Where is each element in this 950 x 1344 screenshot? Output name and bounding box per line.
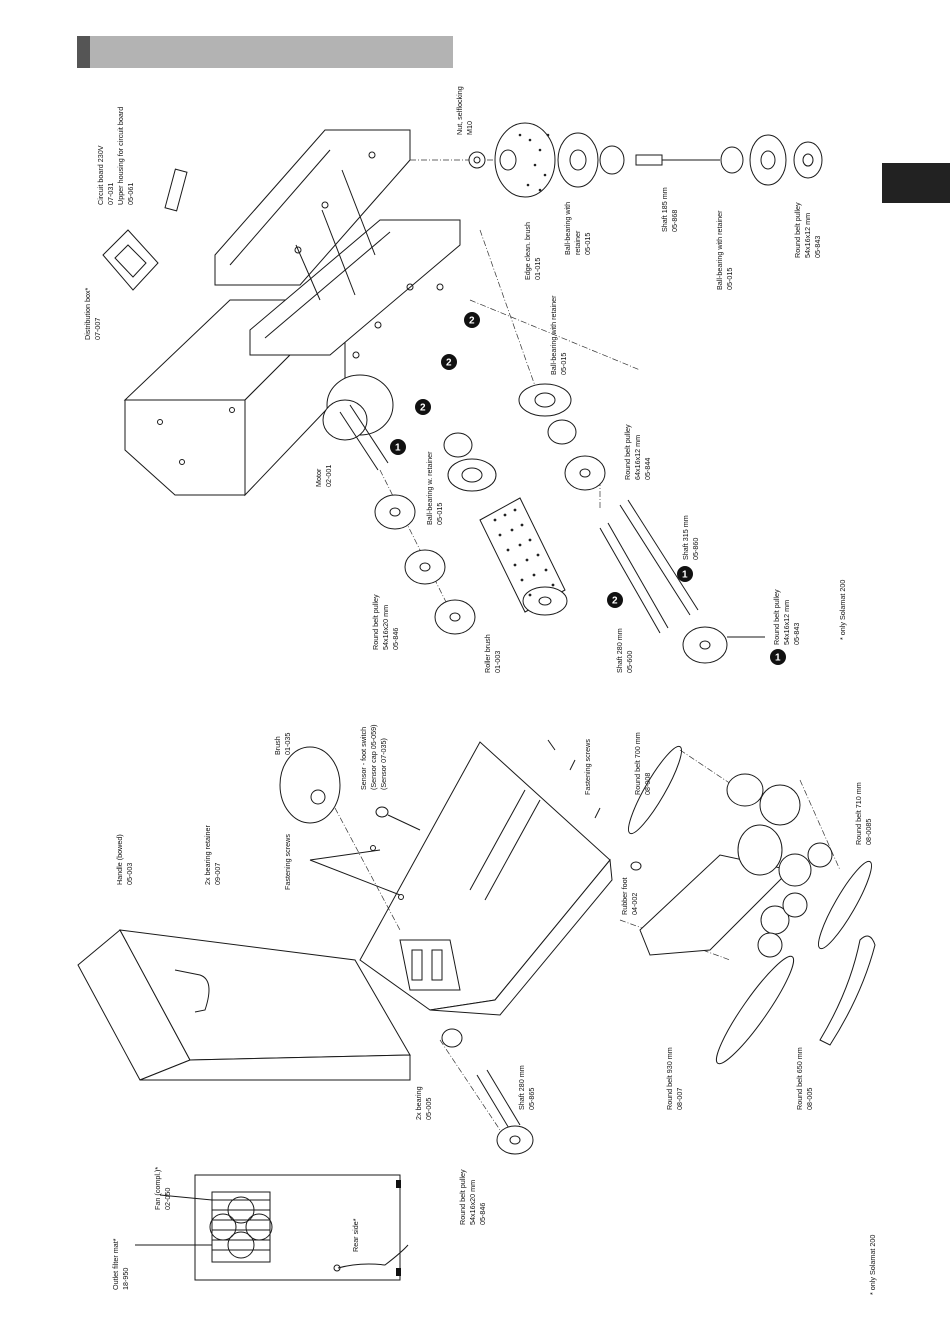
- distribution-box: [102, 229, 159, 291]
- edge-clean-brush: [494, 122, 556, 198]
- svg-text:2: 2: [612, 596, 618, 607]
- marker-1-motor: 1: [390, 439, 406, 455]
- label-bb-retainer-top: Ball-bearing withretainer05-015: [563, 202, 592, 255]
- label-bb-retainer-right: Ball-bearing with retainer05-015: [715, 210, 734, 290]
- label-bb-w-retainer: Ball-bearing w. retainer05-015: [425, 451, 444, 525]
- svg-text:2: 2: [469, 316, 475, 327]
- bottom-assembly-drawing: [77, 739, 876, 1281]
- base-frame-side: [429, 858, 613, 1016]
- circuit-board-housing: [164, 168, 188, 212]
- svg-text:1: 1: [395, 443, 401, 454]
- pulley-right: [793, 141, 823, 179]
- label-brush: Brush01-035: [273, 733, 292, 755]
- label-pulley-bottom-left: Round belt pulley54x16x20 mm05-846: [458, 1169, 487, 1225]
- marker-2-c: 2: [464, 312, 480, 328]
- bearing-retainer-block: [399, 939, 461, 991]
- bearing-retainer-right: [749, 134, 787, 186]
- round-belt-930: [715, 955, 795, 1065]
- label-nut: Nut, selflockingM10: [455, 86, 474, 135]
- label-fastening-right: Fastening screws: [583, 739, 592, 795]
- label-only-top: * only Solamat 200: [838, 580, 847, 640]
- label-edge-brush: Edge clean. brush01-015: [523, 222, 542, 280]
- roller-brush: [479, 497, 566, 613]
- label-shaft-315: Shaft 315 mm05-860: [681, 515, 700, 560]
- label-outlet-filter: Outlet filter mat*18-950: [111, 1238, 130, 1290]
- header-grey-bar: [90, 36, 453, 68]
- pulley-1: [374, 494, 416, 530]
- label-bearing-retainer: 2x bearing retainer09-007: [203, 824, 222, 885]
- bearing-retainer-mid: [518, 383, 572, 417]
- power-cable: [337, 1244, 409, 1269]
- handle-grip: [174, 969, 210, 1013]
- pulley-2: [404, 549, 446, 585]
- label-pulley-right: Round belt pulley54x16x12 mm05-843: [793, 202, 822, 258]
- brush-wheel: [279, 746, 341, 824]
- label-shaft-185: Shaft 185 mm05-868: [660, 187, 679, 232]
- label-round-belt-700: Round belt 700 mm08-008: [633, 732, 652, 795]
- assembled-machine: [639, 854, 792, 956]
- top-assembly-drawing: [102, 122, 823, 664]
- label-shaft-280-top: Shaft 280 mm05-600: [615, 628, 634, 673]
- label-pulley-left: Round belt pulley54x16x20 mm05-846: [371, 594, 400, 650]
- bearing-retainer-top: [557, 132, 599, 188]
- label-shaft-280-bottom: Shaft 280 mm05-865: [517, 1065, 536, 1110]
- label-bb-retainer-mid: Ball-bearing with retainer05-015: [549, 295, 568, 375]
- handle-cover-front: [139, 1054, 411, 1081]
- label-round-belt-650: Round belt 650 mm08-005: [795, 1047, 814, 1110]
- header-dark-block: [77, 36, 90, 68]
- marker-1-pulley: 1: [770, 649, 786, 665]
- svg-text:2: 2: [420, 403, 426, 414]
- round-belt-700: [628, 745, 682, 835]
- label-only-bottom: * only Solamat 200: [868, 1235, 877, 1295]
- rubber-foot: [630, 861, 642, 871]
- pulley-bottom: [682, 626, 728, 664]
- part-labels: Distribution box*07-007 Circuit board 23…: [83, 86, 877, 1295]
- svg-text:1: 1: [775, 653, 781, 664]
- label-rubber-foot: Rubber foot04-002: [620, 877, 639, 915]
- svg-text:1: 1: [682, 570, 688, 581]
- label-fan: Fan (compl.)*02-050: [153, 1167, 172, 1210]
- outlet-filter-mat: [211, 1191, 271, 1263]
- section-tab-marker: [882, 163, 950, 203]
- round-belt-650: [819, 935, 876, 1046]
- svg-text:2: 2: [446, 358, 452, 369]
- label-pulley-bottom: Round belt pulley54x16x12 mm05-843: [772, 589, 801, 645]
- label-rear-side: Rear side*: [351, 1218, 360, 1252]
- label-roller-brush: Roller brush01-003: [483, 634, 502, 673]
- frame-plate-lower: [249, 219, 461, 356]
- label-handle: Handle (bowed)05-003: [115, 834, 134, 885]
- label-circuit-board: Circuit board 230V07-031Upper housing fo…: [96, 107, 135, 205]
- marker-2-a: 2: [415, 399, 431, 415]
- fan-icon: [227, 1196, 255, 1224]
- label-distribution-box: Distribution box*07-007: [83, 287, 102, 340]
- bearing-retainer-left: [447, 458, 497, 492]
- sensor-cap: [375, 806, 389, 818]
- label-fastening-left: Fastening screws: [283, 834, 292, 890]
- marker-2-b: 2: [441, 354, 457, 370]
- pulley-64: [564, 455, 606, 491]
- label-pulley-64: Round belt pulley64x16x12 mm05-844: [623, 424, 652, 480]
- label-round-belt-930: Round belt 930 mm08-007: [665, 1047, 684, 1110]
- base-frame-top: [359, 741, 611, 1011]
- pulley-3: [434, 599, 476, 635]
- marker-1-shaft: 1: [677, 566, 693, 582]
- pulley-bottom-left: [496, 1125, 534, 1155]
- nut: [468, 151, 486, 169]
- marker-2-shaft: 2: [607, 592, 623, 608]
- number-markers: 1 2 2 2 2 1 1: [390, 312, 786, 665]
- bearing: [441, 1028, 463, 1048]
- housing-front-face: [124, 399, 246, 496]
- label-bearing-2x: 2x bearing05-005: [414, 1086, 433, 1120]
- label-sensor: Sensor - foot switch(Sensor cap 05-059)(…: [359, 724, 388, 790]
- label-round-belt-710: Round belt 710 mm08-0085: [854, 782, 873, 845]
- label-motor: Motor02-001: [314, 465, 333, 487]
- round-belt-710: [818, 860, 872, 950]
